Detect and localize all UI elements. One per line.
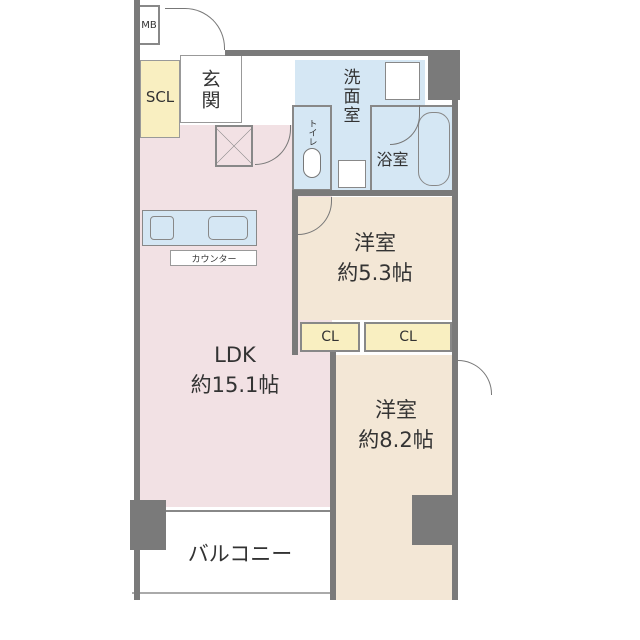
sink [338, 160, 366, 188]
room2-name: 洋室 [375, 398, 417, 422]
washing-machine-space [385, 62, 420, 100]
entrance-label: 玄関 [198, 69, 221, 111]
column-bottom-right [412, 495, 458, 545]
room1-label: 洋室 約5.3帖 [300, 228, 450, 288]
toilet-label: トイレ [306, 118, 317, 146]
toilet-bowl [303, 148, 321, 178]
kitchen-sink-icon [208, 216, 248, 240]
scl-label: SCL [145, 88, 175, 106]
counter [170, 250, 257, 266]
closet-1 [300, 322, 360, 352]
room1-size: 約5.3帖 [337, 261, 413, 285]
washroom-label: 洗面室 [339, 67, 360, 125]
mb-label: MB [141, 20, 157, 31]
wall-top [225, 50, 457, 56]
entrance-door[interactable] [165, 8, 225, 50]
closet-1-label: CL [321, 329, 339, 345]
ldk-label: LDK 約15.1帖 [150, 340, 320, 400]
wall-wet-bottom [292, 190, 458, 196]
bathtub [418, 112, 450, 186]
counter-label: カウンター [191, 254, 237, 265]
balcony-door[interactable] [458, 360, 492, 395]
balcony-label: バルコニー [187, 542, 293, 566]
room2-size: 約8.2帖 [358, 428, 434, 452]
western-room-2 [336, 355, 456, 600]
closet-2-label: CL [399, 329, 417, 345]
entrance-floor [180, 55, 242, 123]
ldk-name: LDK [214, 343, 256, 367]
wall-mid-vertical [292, 190, 298, 355]
bathroom-label: 浴室 [376, 150, 409, 169]
room1-name: 洋室 [354, 231, 396, 255]
column-bottom-left [130, 500, 166, 550]
closet-2 [364, 322, 452, 352]
shoe-closet [140, 60, 180, 138]
wall-left [134, 0, 140, 600]
wall-room2-right [452, 355, 458, 600]
room2-label: 洋室 約8.2帖 [336, 395, 456, 455]
wall-ldk-right [330, 352, 336, 600]
ldk-size: 約15.1帖 [190, 373, 280, 397]
wall-right [452, 50, 458, 360]
shaft-box [215, 125, 253, 167]
stove-icon [150, 216, 174, 240]
